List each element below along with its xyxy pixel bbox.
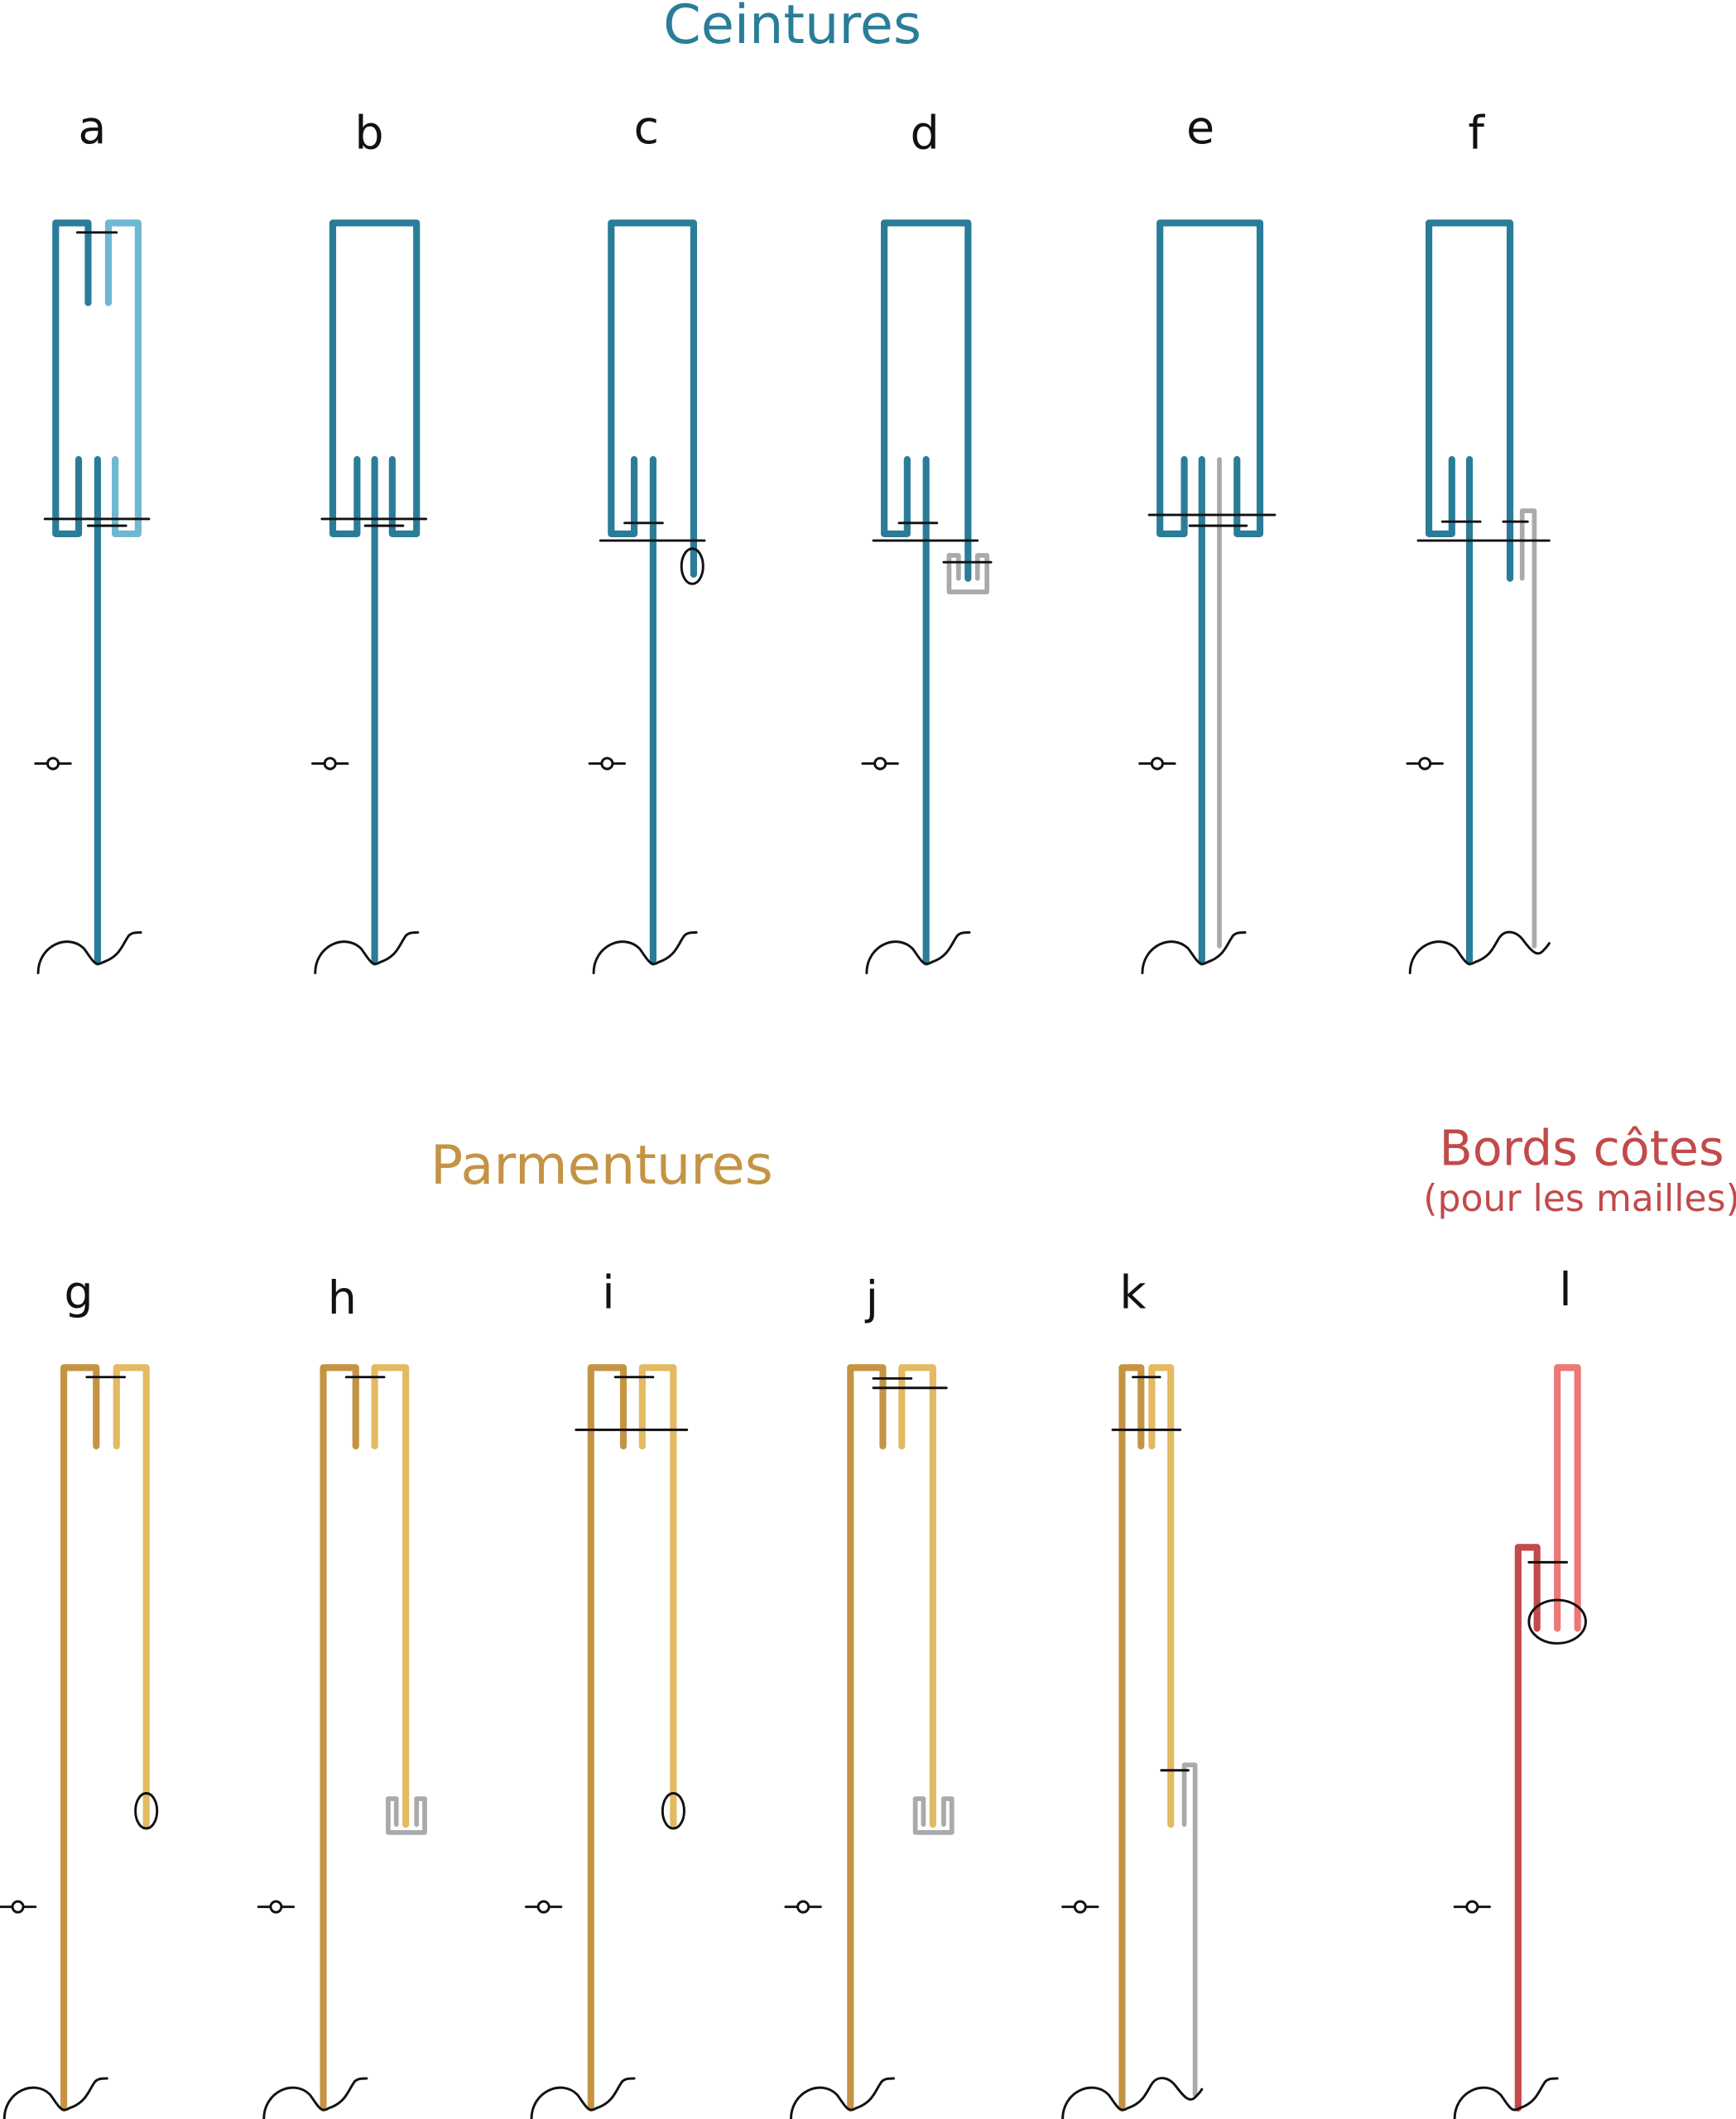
diagram-e [1138, 219, 1277, 974]
label-c: c [633, 101, 659, 155]
label-k: k [1119, 1266, 1146, 1319]
label-g: g [64, 1266, 93, 1319]
diagram-k [1061, 1364, 1204, 2119]
label-e: e [1186, 101, 1214, 155]
section-title-bords-cotes: Bords côtes [1440, 1119, 1724, 1176]
label-i: i [602, 1266, 614, 1319]
diagram-b [311, 219, 428, 974]
label-f: f [1468, 107, 1485, 161]
section-title-parmentures: Parmentures [430, 1134, 773, 1197]
label-l: l [1559, 1263, 1571, 1317]
diagram-f [1406, 219, 1551, 974]
section-title-ceintures: Ceintures [663, 0, 921, 56]
label-d: d [910, 107, 939, 161]
label-h: h [328, 1271, 357, 1325]
diagram-c [588, 219, 706, 974]
diagram-l [1453, 1364, 1587, 2119]
diagram-a [34, 219, 151, 974]
diagram-i [524, 1364, 689, 2119]
section-subtitle-bords-cotes: (pour les mailles) [1423, 1178, 1736, 1220]
label-b: b [354, 107, 383, 161]
diagram-d [861, 219, 993, 974]
diagram-g [0, 1364, 159, 2119]
label-j: j [865, 1271, 878, 1325]
label-a: a [78, 101, 106, 155]
diagram-j [784, 1364, 955, 2119]
diagram-h [257, 1364, 427, 2119]
